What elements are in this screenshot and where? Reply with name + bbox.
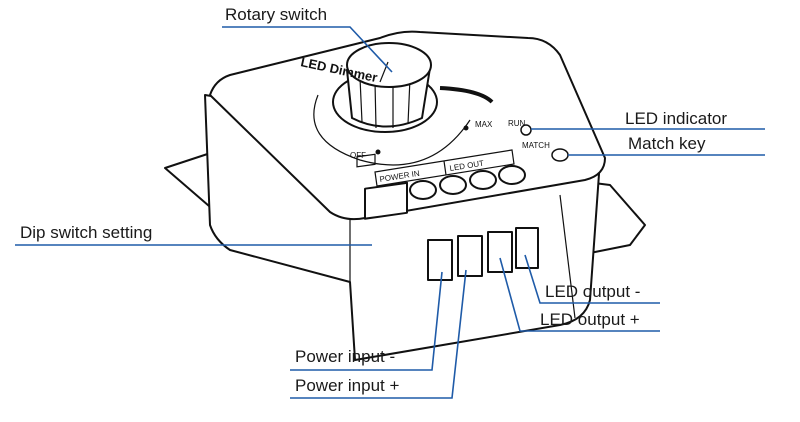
dip-switch[interactable]	[364, 181, 408, 220]
callout-match-key: Match key	[628, 134, 706, 153]
callout-led-output-plus: LED output +	[540, 310, 640, 329]
match-label: MATCH	[522, 141, 550, 150]
callout-lines	[15, 26, 765, 399]
terminal-block	[427, 227, 539, 281]
callout-led-indicator: LED indicator	[625, 109, 727, 128]
led-indicator	[520, 124, 532, 136]
callout-power-input-minus: Power input -	[295, 347, 395, 366]
off-label: OFF	[350, 151, 366, 160]
run-label: RUN	[508, 119, 526, 128]
terminal-screws	[409, 165, 526, 200]
callout-power-input-plus: Power input +	[295, 376, 399, 395]
callout-led-output-minus: LED output -	[545, 282, 640, 301]
callout-dip-switch: Dip switch setting	[20, 223, 152, 242]
match-key[interactable]	[551, 148, 569, 162]
callout-rotary-switch: Rotary switch	[225, 5, 327, 24]
max-label: MAX	[475, 120, 493, 129]
